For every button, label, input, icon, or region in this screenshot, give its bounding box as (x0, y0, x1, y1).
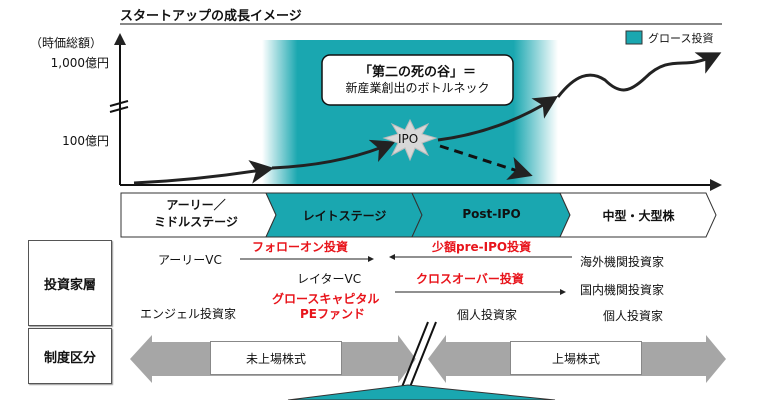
growth-curve-post-ipo (437, 95, 559, 142)
individual-investors-post-ipo: 個人投資家 (457, 308, 518, 322)
stage-post-ipo-label: Post-IPO (462, 207, 521, 221)
ipo-burst-icon (382, 118, 438, 162)
growth-curve-late (271, 139, 396, 170)
unlisted-stock-label: 未上場株式 (210, 341, 342, 375)
bottom-teal-wedge (287, 384, 556, 400)
y-tick-1000: 1,000億円 (50, 56, 109, 70)
crossover-investment: クロスオーバー投資 (416, 272, 524, 286)
pre-ipo-investment: 少額pre-IPO投資 (432, 240, 532, 254)
axis-break-icon (109, 100, 129, 113)
later-vc: レイターVC (297, 272, 362, 286)
domestic-institutional-investors: 国内機関投資家 (580, 283, 665, 297)
stage-large-cap-chevron (559, 192, 717, 238)
y-axis-label: （時価総額） (30, 36, 103, 50)
legend-swatch (625, 30, 643, 45)
angel-investors: エンジェル投資家 (140, 307, 237, 321)
stage-late-label: レイトステージ (302, 209, 387, 223)
row-label-investors: 投資家層 (28, 240, 112, 326)
pe-fund: PEファンド (300, 307, 365, 321)
decline-dashed-arrow (439, 144, 533, 180)
growth-capital: グロースキャピタル (272, 292, 380, 306)
ipo-label: IPO (398, 132, 419, 146)
stage-early-line2: ミドルステージ (154, 215, 238, 229)
growth-curve-large-cap (556, 52, 722, 98)
page-title: スタートアップの成長イメージ (120, 9, 302, 24)
stage-early-label: アーリー／ ミドルステージ (121, 197, 271, 231)
callout-box (321, 54, 514, 106)
growth-curve-early (133, 160, 274, 185)
callout-title: 「第二の死の谷」＝ (358, 65, 476, 80)
foreign-institutional-investors: 海外機関投資家 (580, 255, 665, 269)
callout-subtitle: 新産業創出のボトルネック (345, 81, 490, 95)
stage-large-cap-label: 中型・大型株 (602, 209, 675, 223)
early-vc: アーリーVC (158, 253, 222, 267)
follow-on-investment: フォローオン投資 (252, 240, 349, 254)
divider-slash (399, 321, 437, 393)
stage-early-line1: アーリー／ (166, 198, 226, 212)
legend-label: グロース投資 (648, 32, 714, 45)
individual-investors-large-cap: 個人投資家 (603, 309, 664, 323)
row-label-system: 制度区分 (28, 328, 112, 384)
listed-stock-label: 上場株式 (510, 341, 642, 375)
y-tick-100: 100億円 (62, 134, 109, 148)
